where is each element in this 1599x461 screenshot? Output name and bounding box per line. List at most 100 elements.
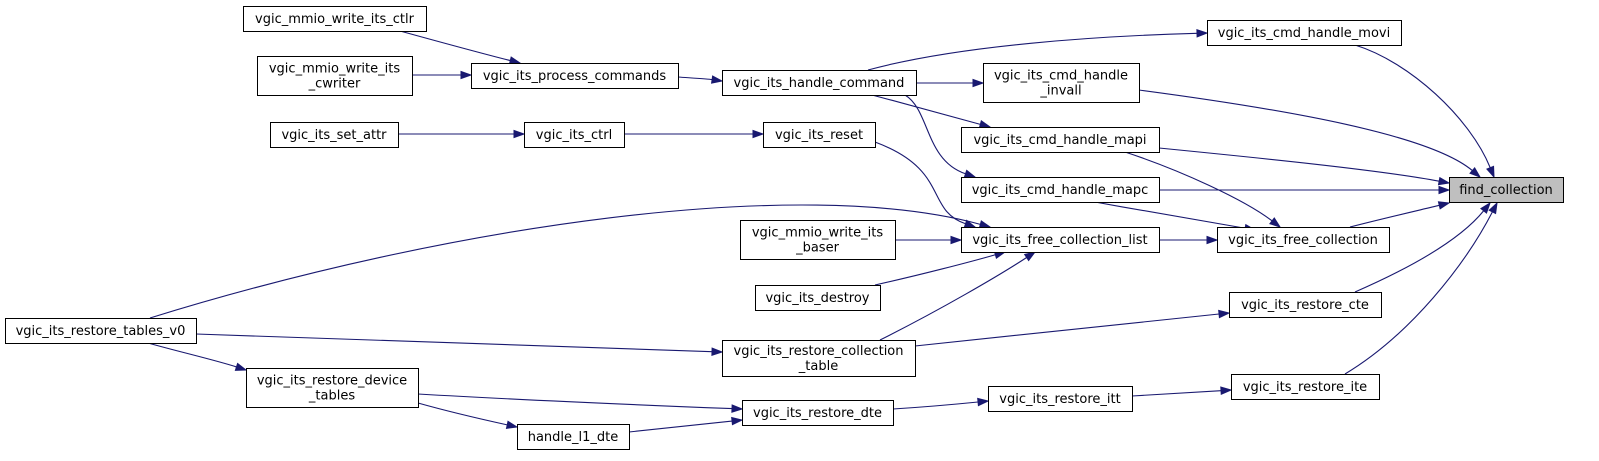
edge-vgic-its-handle-command-to-vgic-its-cmd-handle-movi: [867, 28, 1209, 71]
edge-vgic-mmio-write-its-cwriter-to-vgic-its-process-commands: [411, 70, 473, 80]
node-label: vgic_its_free_collection: [1228, 233, 1378, 248]
node-vgic-mmio-write-its-baser[interactable]: vgic_mmio_write_its_baser: [740, 220, 896, 260]
node-label: vgic_its_free_collection_list: [972, 233, 1147, 248]
arrowhead-icon: [978, 120, 992, 129]
edge-line: [399, 30, 511, 62]
edge-vgic-its-restore-tables-v0-to-vgic-its-restore-collection-table: [195, 333, 724, 356]
edge-line: [1344, 211, 1493, 375]
arrowhead-icon: [752, 129, 765, 139]
node-vgic-its-restore-ite[interactable]: vgic_its_restore_ite: [1231, 374, 1380, 400]
edge-vgic-its-restore-ite-to-find-collection: [1344, 201, 1498, 375]
arrowhead-icon: [1218, 309, 1231, 319]
node-vgic-its-cmd-handle-invall[interactable]: vgic_its_cmd_handle_invall: [983, 63, 1140, 103]
arrowhead-icon: [1269, 217, 1282, 228]
edge-vgic-its-handle-command-to-vgic-its-cmd-handle-invall: [916, 78, 985, 88]
node-vgic-mmio-write-its-cwriter[interactable]: vgic_mmio_write_its_cwriter: [257, 56, 413, 96]
node-vgic-its-free-collection-list[interactable]: vgic_its_free_collection_list: [961, 227, 1160, 253]
edge-line: [147, 342, 237, 368]
node-box: [740, 220, 896, 260]
node-label: vgic_its_restore_collection: [734, 344, 904, 359]
node-box: [246, 368, 419, 408]
node-find-collection[interactable]: find_collection: [1449, 177, 1564, 203]
arrowhead-icon: [1486, 165, 1495, 179]
node-label: vgic_its_restore_cte: [1241, 298, 1369, 313]
node-vgic-its-reset[interactable]: vgic_its_reset: [763, 122, 876, 148]
node-label: _cwriter: [308, 77, 361, 92]
arrowhead-icon: [1488, 201, 1498, 215]
node-label: vgic_its_cmd_handle_movi: [1218, 26, 1390, 41]
edge-layer: [147, 28, 1498, 433]
arrowhead-icon: [972, 78, 985, 88]
edge-line: [867, 32, 1198, 71]
node-vgic-its-ctrl[interactable]: vgic_its_ctrl: [524, 122, 625, 148]
node-vgic-its-restore-dte[interactable]: vgic_its_restore_dte: [742, 400, 894, 426]
arrowhead-icon: [1438, 185, 1451, 195]
edge-line: [871, 94, 981, 125]
node-vgic-its-restore-itt[interactable]: vgic_its_restore_itt: [988, 386, 1133, 412]
arrowhead-icon: [963, 169, 977, 178]
node-box: [1231, 374, 1380, 400]
edge-handle-l1-dte-to-vgic-its-restore-dte: [628, 416, 744, 433]
edge-vgic-its-restore-cte-to-find-collection: [1354, 201, 1491, 293]
node-handle-l1-dte[interactable]: handle_l1_dte: [517, 424, 630, 450]
node-box: [243, 6, 427, 32]
edge-vgic-its-restore-itt-to-vgic-its-restore-ite: [1131, 386, 1233, 397]
node-box: [257, 56, 413, 96]
node-vgic-its-restore-tables-v0[interactable]: vgic_its_restore_tables_v0: [5, 318, 197, 344]
node-label: vgic_its_reset: [775, 128, 863, 143]
node-vgic-its-restore-device-tables[interactable]: vgic_its_restore_device_tables: [246, 368, 419, 408]
node-box: [1449, 177, 1564, 203]
node-vgic-its-handle-command[interactable]: vgic_its_handle_command: [722, 70, 917, 96]
node-label: _invall: [1039, 84, 1081, 99]
node-label: vgic_its_restore_itt: [999, 392, 1120, 407]
edge-vgic-its-restore-collection-table-to-vgic-its-free-collection-list: [879, 251, 1037, 341]
node-label: vgic_mmio_write_its: [269, 62, 400, 77]
node-label: handle_l1_dte: [528, 430, 619, 445]
edge-vgic-its-set-attr-to-vgic-its-ctrl: [398, 129, 526, 139]
node-box: [722, 70, 917, 96]
edge-line: [1158, 147, 1440, 182]
node-vgic-its-restore-cte[interactable]: vgic_its_restore_cte: [1229, 292, 1382, 318]
node-label: vgic_mmio_write_its_ctlr: [255, 12, 415, 27]
node-label: vgic_its_restore_ite: [1243, 380, 1367, 395]
edge-line: [1131, 390, 1222, 397]
node-vgic-its-free-collection[interactable]: vgic_its_free_collection: [1217, 227, 1390, 253]
edge-line: [195, 333, 713, 353]
node-vgic-its-process-commands[interactable]: vgic_its_process_commands: [471, 63, 679, 89]
node-label: vgic_its_restore_dte: [753, 406, 882, 421]
node-vgic-mmio-write-its-ctlr[interactable]: vgic_mmio_write_its_ctlr: [243, 6, 427, 32]
node-vgic-its-cmd-handle-mapc[interactable]: vgic_its_cmd_handle_mapc: [961, 177, 1160, 203]
edge-vgic-its-restore-dte-to-vgic-its-restore-itt: [892, 397, 990, 410]
arrowhead-icon: [1196, 28, 1209, 38]
edge-vgic-its-restore-device-tables-to-handle-l1-dte: [417, 402, 519, 429]
arrowhead-icon: [1437, 176, 1451, 186]
edge-line: [628, 420, 733, 433]
node-label: _baser: [795, 241, 839, 256]
node-box: [471, 63, 679, 89]
node-label: vgic_its_restore_device: [257, 374, 407, 389]
edge-line: [417, 402, 508, 426]
edge-line: [914, 313, 1220, 347]
edge-line: [1354, 210, 1485, 293]
node-label: vgic_its_restore_tables_v0: [16, 324, 186, 339]
node-label: vgic_its_process_commands: [483, 69, 667, 84]
edge-line: [677, 76, 713, 81]
node-box: [961, 127, 1160, 153]
node-vgic-its-set-attr[interactable]: vgic_its_set_attr: [270, 122, 399, 148]
node-layer: find_collectionvgic_its_cmd_handle_moviv…: [5, 6, 1564, 450]
node-box: [1217, 227, 1390, 253]
node-vgic-its-cmd-handle-movi[interactable]: vgic_its_cmd_handle_movi: [1207, 20, 1402, 46]
arrowhead-icon: [1220, 386, 1233, 395]
edge-vgic-its-cmd-handle-mapc-to-find-collection: [1159, 185, 1451, 195]
node-vgic-its-cmd-handle-mapi[interactable]: vgic_its_cmd_handle_mapi: [961, 127, 1160, 153]
node-vgic-its-destroy[interactable]: vgic_its_destroy: [755, 285, 881, 311]
edge-line: [1094, 201, 1246, 229]
arrowhead-icon: [977, 397, 990, 407]
node-label: find_collection: [1459, 183, 1553, 198]
node-vgic-its-restore-collection-table[interactable]: vgic_its_restore_collection_table: [722, 340, 916, 377]
node-box: [755, 285, 881, 311]
node-label: vgic_mmio_write_its: [752, 226, 883, 241]
arrowhead-icon: [1206, 235, 1219, 245]
edge-vgic-its-ctrl-to-vgic-its-reset: [624, 129, 765, 139]
edge-line: [879, 257, 1027, 341]
